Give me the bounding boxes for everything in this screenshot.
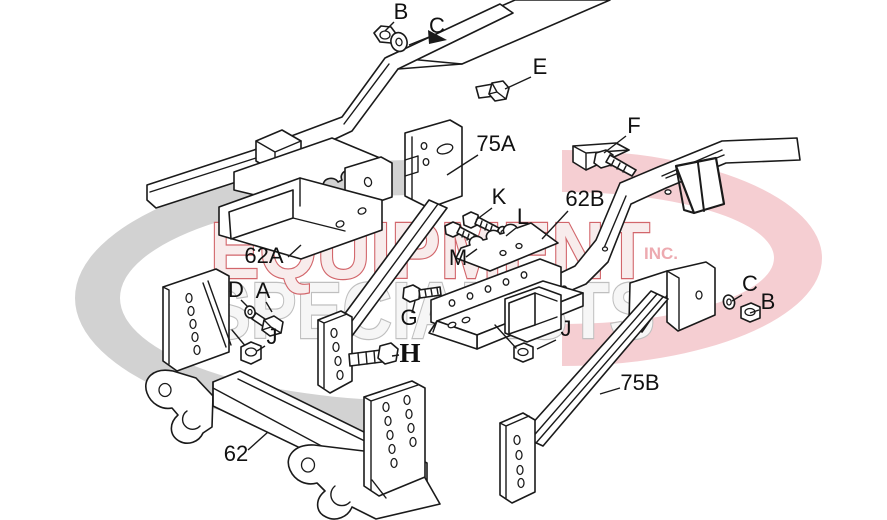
part-62a (218, 137, 393, 260)
leader-arrow (428, 30, 447, 44)
callout-75b: 75B (620, 370, 659, 395)
callout-j-right: J (561, 316, 572, 341)
top-hardware (373, 25, 510, 102)
leader-j-left (256, 345, 266, 352)
left-hardware (231, 305, 399, 367)
leader-c-right (731, 294, 743, 302)
part-75b (499, 290, 669, 504)
callouts: B C E F 75A K L 62B 62A M G D A J H 62 C (224, 0, 776, 466)
leader-d (240, 299, 249, 308)
callout-62: 62 (224, 441, 248, 466)
leader-c-top (408, 36, 430, 46)
leader-l (505, 227, 517, 237)
callout-m: M (449, 245, 467, 270)
part-f (572, 142, 637, 177)
leader-62 (247, 431, 269, 451)
leader-b-right (749, 309, 760, 314)
callout-e: E (533, 54, 548, 79)
callout-b-right: B (761, 289, 776, 314)
end-plate-75a (317, 310, 353, 394)
watermark-text-inc: INC. (644, 244, 678, 263)
callout-a: A (256, 278, 271, 303)
callout-f: F (627, 113, 640, 138)
callout-j-left: J (267, 324, 278, 349)
leader-e (504, 76, 532, 90)
callout-62b: 62B (565, 186, 604, 211)
callout-g: G (400, 305, 417, 330)
leader-k (475, 207, 493, 221)
callout-k: K (492, 184, 507, 209)
leader-62b (541, 210, 569, 240)
callout-c-top: C (429, 13, 445, 38)
leader-75b (599, 387, 621, 395)
bracket-75a (404, 119, 463, 209)
leader-62a (287, 244, 302, 258)
watermark-ellipse-gray (75, 160, 420, 436)
leader-m (465, 248, 478, 258)
callout-62a: 62A (244, 243, 283, 268)
callout-c-right: C (742, 271, 758, 296)
part-62b (428, 222, 584, 363)
callout-75a: 75A (476, 131, 515, 156)
side-plate-right (363, 380, 426, 497)
scalloped-plate-62b (455, 222, 559, 272)
leader-f (603, 135, 627, 154)
leader-a (265, 301, 273, 313)
callout-l: L (517, 204, 529, 229)
side-plate-left (162, 268, 230, 372)
hex-bolt-g (402, 284, 442, 303)
leader-75a (446, 154, 479, 176)
leader-j-right (536, 339, 557, 350)
hex-bolt-h-head (377, 342, 399, 365)
leader-g (411, 300, 416, 314)
part-75a (317, 119, 463, 394)
leader-b-top (384, 21, 395, 32)
callout-d: D (228, 277, 244, 302)
callout-b-top: B (394, 0, 409, 24)
leader-h (391, 354, 400, 357)
part-62 (145, 268, 441, 520)
callout-h: H (399, 338, 420, 368)
